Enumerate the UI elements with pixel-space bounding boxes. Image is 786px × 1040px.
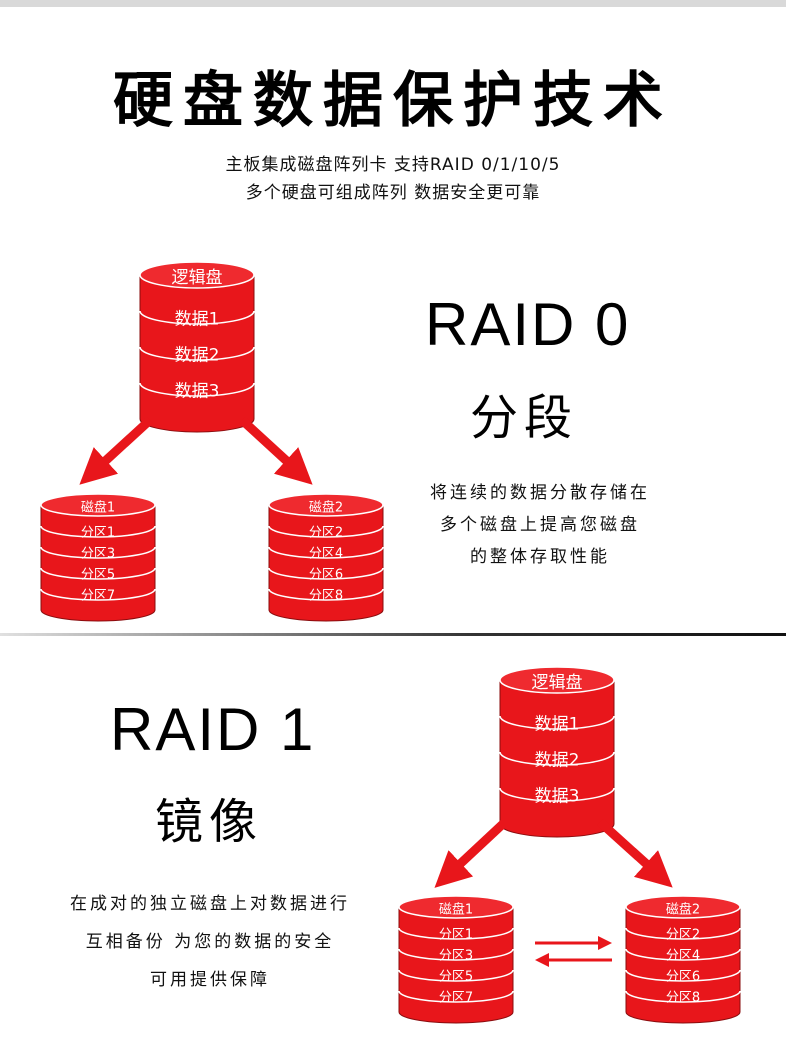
raid1-name: 镜像 bbox=[155, 794, 264, 850]
subtitle-line-2: 多个硬盘可组成阵列 数据安全更可靠 bbox=[245, 183, 541, 203]
raid1-logical-disk-label-1: 数据1 bbox=[535, 714, 580, 734]
top-bar bbox=[0, 0, 786, 7]
raid1-disk-2-label-4: 分区8 bbox=[666, 991, 700, 1006]
raid0-logical-disk-label-1: 数据1 bbox=[175, 309, 220, 329]
raid0-logical-disk-label-3: 数据3 bbox=[175, 381, 220, 401]
raid0-description-line-3: 的整体存取性能 bbox=[470, 547, 610, 567]
raid1-arrow-left bbox=[434, 818, 509, 888]
raid1-disk-1-label-2: 分区3 bbox=[439, 949, 473, 964]
raid0-arrow-left bbox=[79, 416, 154, 485]
raid1-disk-2: 磁盘2 分区2 分区4 分区6 分区8 bbox=[625, 895, 741, 1024]
raid0-disk-1: 磁盘1 分区1 分区3 分区5 分区7 bbox=[40, 493, 156, 622]
raid0-disk-2-label-4: 分区8 bbox=[309, 589, 343, 604]
raid0-logical-disk-label-0: 逻辑盘 bbox=[172, 268, 223, 288]
raid0-disk-2-label-1: 分区2 bbox=[309, 526, 343, 541]
mirror-arrows bbox=[535, 936, 612, 967]
raid0-disk-1-label-1: 分区1 bbox=[81, 526, 115, 541]
raid1-label: RAID 1 bbox=[110, 696, 316, 763]
raid1-disk-2-label-3: 分区6 bbox=[666, 970, 700, 985]
raid1-disk-1-label-1: 分区1 bbox=[439, 928, 473, 943]
raid1-logical-disk-label-0: 逻辑盘 bbox=[532, 673, 583, 693]
raid1-disk-2-label-1: 分区2 bbox=[666, 928, 700, 943]
raid1-arrow-right bbox=[596, 818, 673, 888]
raid1-disk-2-label-2: 分区4 bbox=[666, 949, 700, 964]
raid1-description-line-2: 互相备份 为您的数据的安全 bbox=[85, 932, 335, 952]
raid1-logical-disk-label-3: 数据3 bbox=[535, 786, 580, 806]
raid0-disk-1-label-3: 分区5 bbox=[81, 568, 115, 583]
raid1-disk-1-label-0: 磁盘1 bbox=[439, 901, 473, 917]
page-title: 硬盘数据保护技术 bbox=[113, 66, 673, 136]
raid1-description-line-1: 在成对的独立磁盘上对数据进行 bbox=[70, 894, 350, 914]
raid0-disk-1-label-0: 磁盘1 bbox=[81, 499, 115, 515]
raid0-description: 将连续的数据分散存储在 多个磁盘上提高您磁盘 的整体存取性能 bbox=[380, 477, 700, 573]
raid1-disk-2-label-0: 磁盘2 bbox=[666, 901, 700, 917]
raid0-disk-1-label-2: 分区3 bbox=[81, 547, 115, 562]
raid0-logical-disk-label-2: 数据2 bbox=[175, 345, 220, 365]
raid1-description: 在成对的独立磁盘上对数据进行 互相备份 为您的数据的安全 可用提供保障 bbox=[45, 885, 375, 999]
raid0-description-line-2: 多个磁盘上提高您磁盘 bbox=[440, 515, 640, 535]
raid1-disk-1-label-3: 分区5 bbox=[439, 970, 473, 985]
raid1-disk-1: 磁盘1 分区1 分区3 分区5 分区7 bbox=[398, 895, 514, 1024]
raid0-disk-2-label-2: 分区4 bbox=[309, 547, 343, 562]
raid0-disk-2-label-3: 分区6 bbox=[309, 568, 343, 583]
raid0-arrow-right bbox=[238, 416, 313, 485]
raid0-label: RAID 0 bbox=[425, 291, 631, 358]
raid1-description-line-3: 可用提供保障 bbox=[150, 970, 270, 990]
raid0-description-line-1: 将连续的数据分散存储在 bbox=[430, 483, 650, 503]
section-divider bbox=[0, 633, 786, 636]
raid1-disk-1-label-4: 分区7 bbox=[439, 991, 473, 1006]
subtitle-line-1: 主板集成磁盘阵列卡 支持RAID 0/1/10/5 bbox=[225, 155, 561, 175]
raid1-logical-disk-label-2: 数据2 bbox=[535, 750, 580, 770]
raid0-disk-2: 磁盘2 分区2 分区4 分区6 分区8 bbox=[268, 493, 384, 622]
raid0-disk-2-label-0: 磁盘2 bbox=[309, 499, 343, 515]
raid0-disk-1-label-4: 分区7 bbox=[81, 589, 115, 604]
raid0-name: 分段 bbox=[470, 390, 579, 446]
